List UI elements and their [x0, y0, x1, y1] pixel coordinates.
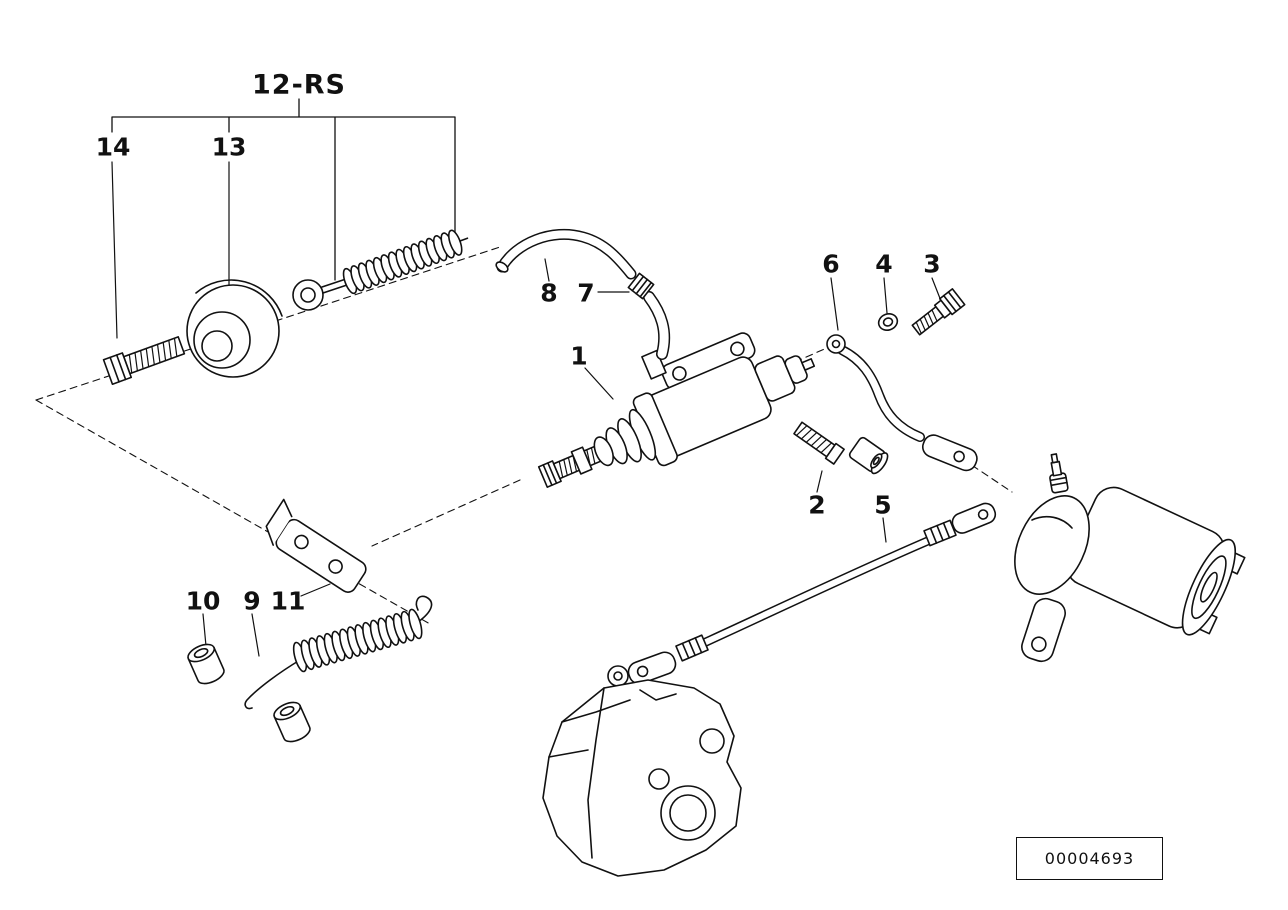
brake-caliper — [542, 679, 742, 877]
callout-6: 6 — [822, 249, 840, 279]
callout-5: 5 — [874, 490, 892, 520]
callout-10: 10 — [185, 586, 221, 616]
callout-9: 9 — [243, 586, 261, 616]
part-13-boot — [186, 279, 283, 378]
part-7-fitting — [627, 272, 671, 360]
slave-cylinder — [1014, 453, 1246, 663]
part-3-bolt — [911, 288, 966, 336]
callout-8: 8 — [540, 278, 558, 308]
callout-2: 2 — [808, 490, 826, 520]
callout-bracket-12rs — [111, 98, 456, 281]
part-4-washer — [877, 313, 899, 331]
leader-lines — [111, 161, 942, 657]
callout-7: 7 — [577, 278, 595, 308]
figure-number-box: 00004693 — [1016, 837, 1163, 880]
callout-14: 14 — [95, 132, 131, 162]
callout-1: 1 — [570, 341, 588, 371]
callout-12-rs: 12-RS — [251, 69, 347, 101]
part-6-pipe — [826, 334, 978, 472]
callout-13: 13 — [211, 132, 247, 162]
part-14-bolt — [102, 336, 186, 386]
figure-number: 00004693 — [1044, 849, 1135, 868]
part-5-brake-hose — [607, 502, 997, 687]
callout-3: 3 — [923, 249, 941, 279]
part-8-hose — [495, 228, 637, 280]
part-2-screw — [793, 421, 889, 475]
callout-11: 11 — [270, 586, 306, 616]
part-12rs-repair-kit — [292, 229, 469, 311]
part-1-master-cylinder — [537, 332, 816, 488]
callout-4: 4 — [875, 249, 893, 279]
part-9-spring — [244, 595, 433, 710]
part-11-bracket — [265, 498, 367, 593]
part-10-bushing — [187, 643, 311, 743]
